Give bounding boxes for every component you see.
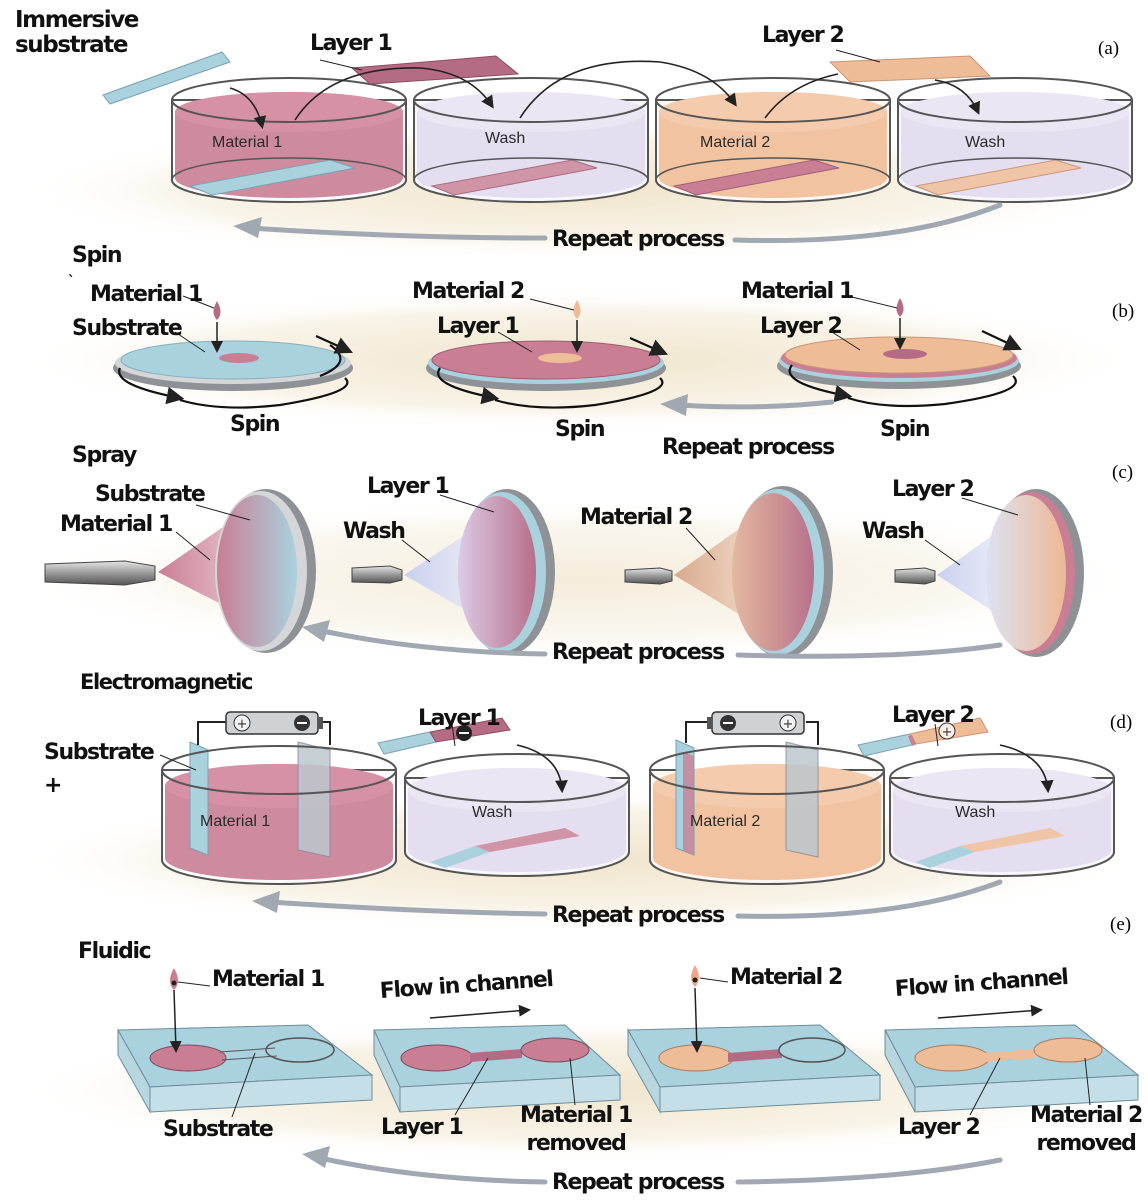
b-material-2-label: Material 2 (412, 280, 524, 304)
em-beaker-material-2: + (650, 712, 884, 884)
e-substrate-label: Substrate (163, 1118, 272, 1142)
beaker-label-material-2: Material 2 (700, 134, 770, 152)
beaker-wash-1 (414, 78, 648, 202)
panel-b-spin (20, 290, 1140, 430)
b-substrate-label: Substrate (72, 317, 181, 341)
c-substrate-label: Substrate (95, 483, 204, 507)
panel-label-d: (d) (1110, 712, 1132, 734)
b-spin-2-label: Spin (555, 418, 604, 442)
c-wash-1-label: Wash (343, 520, 405, 544)
panel-label-a: (a) (1098, 38, 1119, 60)
b-layer-1-label: Layer 1 (437, 315, 518, 339)
beaker-material-1 (172, 78, 406, 202)
c-material-1-label: Material 1 (60, 513, 172, 537)
em-beaker-label-wash-1: Wash (472, 804, 512, 822)
e-removed-2-label: Material 2 removed (1030, 1102, 1142, 1158)
c-layer-2-label: Layer 2 (892, 478, 973, 502)
beaker-label-material-1: Material 1 (212, 134, 282, 152)
e-material-1-label: Material 1 (212, 968, 324, 992)
em-beaker-material-1: + (162, 712, 396, 884)
svg-text:+: + (783, 717, 794, 732)
e-layer-2-label: Layer 2 (898, 1116, 979, 1140)
panel-label-b: (b) (1112, 301, 1134, 323)
e-repeat-process-label: Repeat process (552, 1171, 724, 1195)
b-spin-3-label: Spin (880, 418, 929, 442)
b-material-1b-label: Material 1 (741, 280, 853, 304)
e-layer-1-label: Layer 1 (381, 1116, 462, 1140)
spin-title: Spin (72, 244, 121, 268)
d-layer-1-label: Layer 1 (418, 707, 499, 731)
fluidic-chip-4 (885, 1010, 1138, 1115)
a-repeat-process-label: Repeat process (552, 228, 724, 252)
a-layer-2-label: Layer 2 (762, 24, 843, 48)
b-layer-2-label: Layer 2 (760, 315, 841, 339)
panel-label-c: (c) (1112, 462, 1133, 484)
em-beaker-label-wash-2: Wash (955, 804, 995, 822)
spray-title: Spray (72, 444, 136, 468)
beaker-wash-2 (898, 78, 1132, 202)
beaker-label-wash-1: Wash (485, 130, 525, 148)
svg-text:+: + (237, 717, 248, 732)
panel-label-e: (e) (1110, 914, 1131, 936)
beaker-label-wash-2: Wash (965, 134, 1005, 152)
beaker-material-2 (656, 78, 890, 202)
e-material-2-label: Material 2 (730, 966, 842, 990)
b-repeat-process-label: Repeat process (662, 436, 834, 460)
spin-tick: ` (68, 270, 74, 294)
em-beaker-wash-1 (378, 718, 629, 876)
a-layer-1-label: Layer 1 (310, 32, 391, 56)
immersive-substrate-slide (103, 52, 230, 104)
em-beaker-label-material-2: Material 2 (690, 813, 760, 831)
d-substrate-label: Substrate + (44, 736, 153, 802)
em-beaker-label-material-1: Material 1 (200, 813, 270, 831)
c-layer-1-label: Layer 1 (367, 475, 448, 499)
d-repeat-process-label: Repeat process (552, 904, 724, 928)
c-wash-2-label: Wash (862, 520, 924, 544)
b-material-1-label: Material 1 (90, 283, 202, 307)
immersive-substrate-label: Immersive substrate (15, 8, 138, 58)
em-beaker-wash-2: + (858, 718, 1114, 876)
electromagnetic-title: Electromagnetic (80, 670, 252, 694)
fluidic-title: Fluidic (78, 940, 150, 964)
d-layer-2-label: Layer 2 (892, 704, 973, 728)
e-removed-1-label: Material 1 removed (520, 1102, 632, 1158)
layer-2-slide (830, 56, 990, 82)
c-repeat-process-label: Repeat process (552, 641, 724, 665)
b-spin-1-label: Spin (230, 413, 279, 437)
c-material-2-label: Material 2 (580, 506, 692, 530)
